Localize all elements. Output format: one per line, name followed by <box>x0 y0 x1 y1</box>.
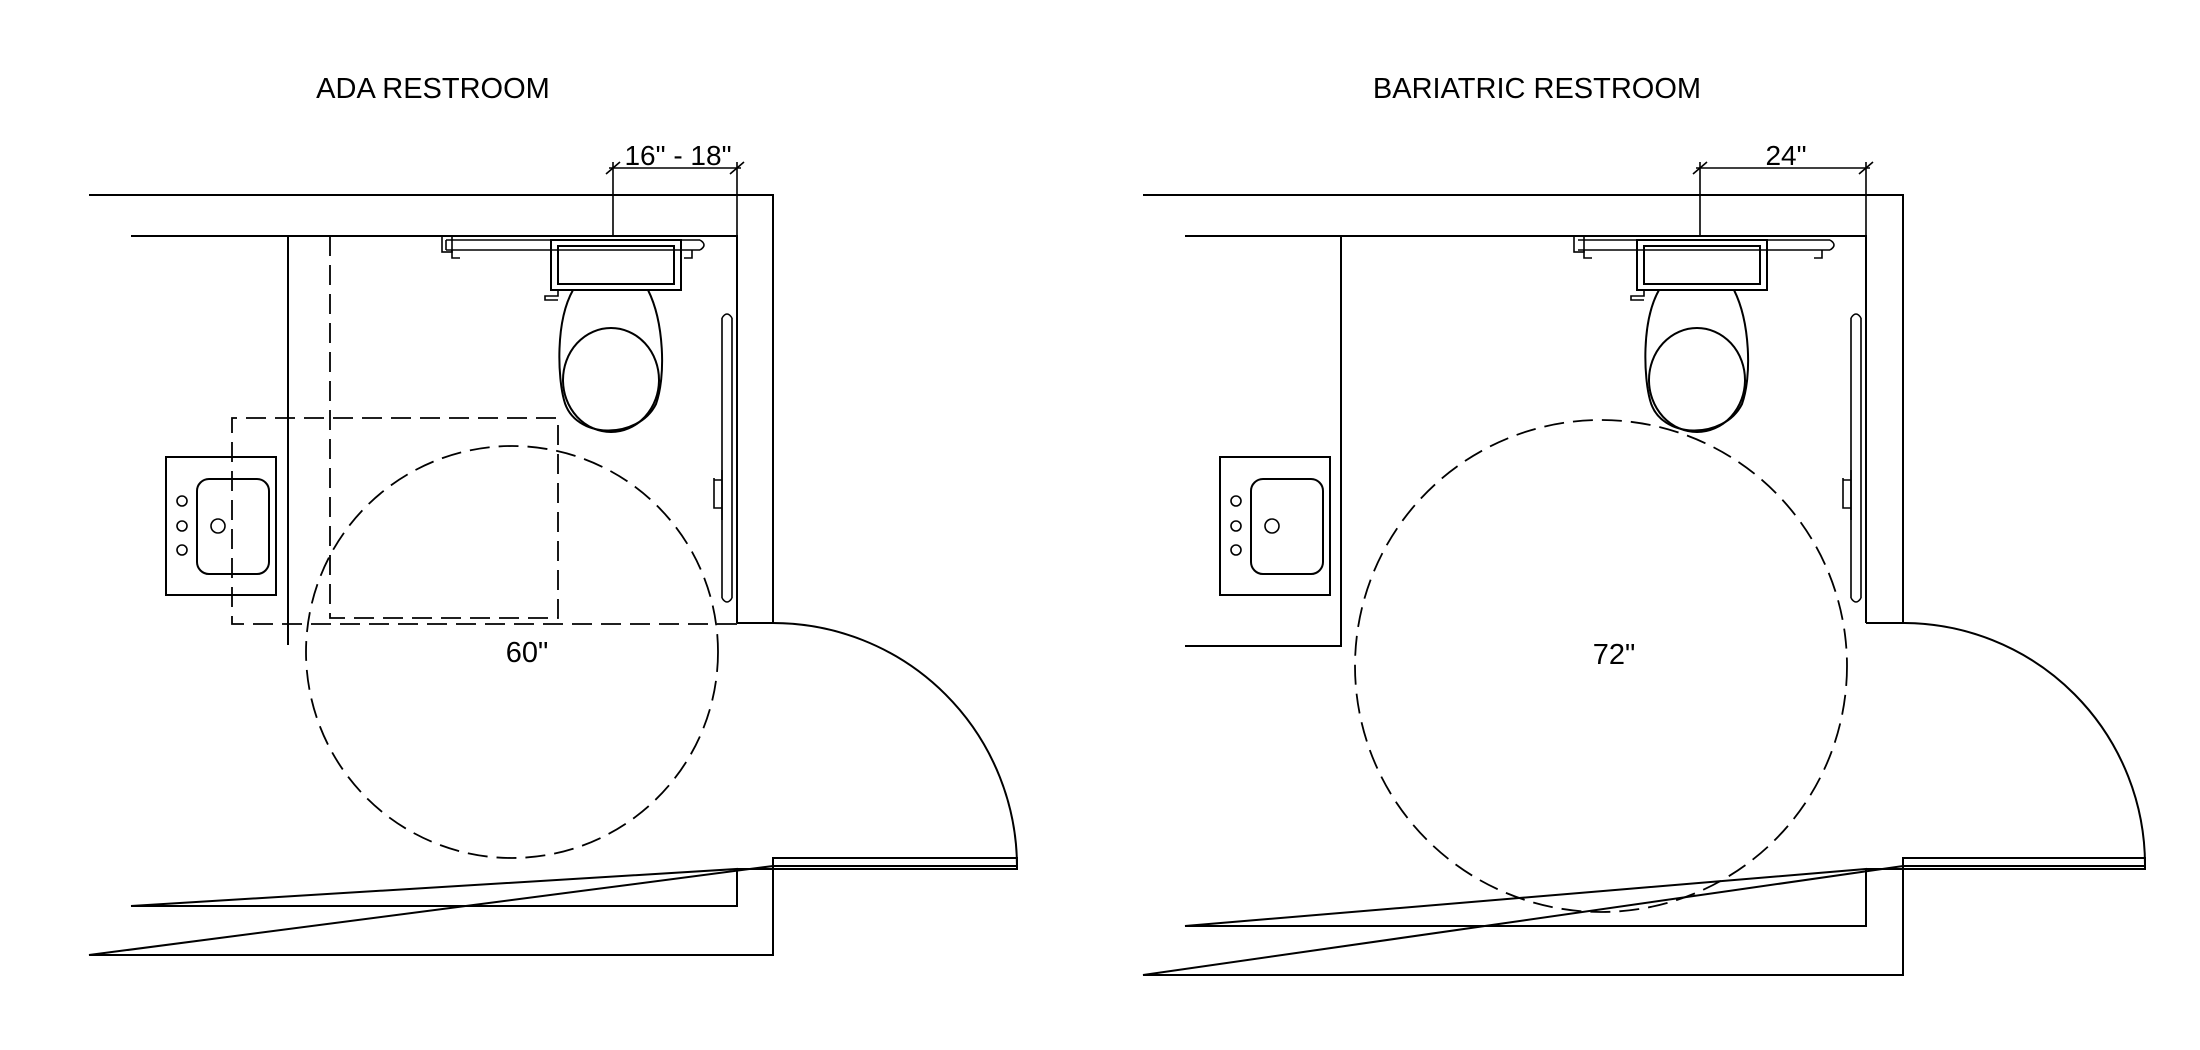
ada-sink-icon <box>165 456 277 596</box>
ada-toilet-icon <box>544 239 682 433</box>
bariatric-dimension-label: 24" <box>1765 140 1806 171</box>
ada-rear-grab-bar-icon <box>441 235 705 259</box>
bariatric-side-grab-bar-icon <box>1842 313 1862 603</box>
ada-turning-space-label: 60" <box>506 637 549 669</box>
bariatric-grab-bar-dimension: 24" <box>1692 140 1874 236</box>
ada-turning-circle <box>305 445 719 859</box>
ada-plan-title: ADA RESTROOM <box>316 73 550 105</box>
bariatric-sink-icon <box>1219 456 1331 596</box>
bariatric-vanity-counter <box>1185 236 1342 647</box>
bariatric-turning-circle <box>1354 419 1848 913</box>
ada-dimension-label: 16" - 18" <box>624 140 731 171</box>
bariatric-toilet-icon <box>1630 239 1768 433</box>
ada-grab-bar-dimension: 16" - 18" <box>605 140 745 236</box>
bariatric-door-swing <box>1902 622 2147 867</box>
ada-restroom-plan: ADA RESTROOM 60" <box>88 73 1018 956</box>
bariatric-plan-title: BARIATRIC RESTROOM <box>1373 73 1701 105</box>
ada-door-jamb <box>737 622 1017 870</box>
ada-inner-wall <box>130 235 738 907</box>
bariatric-turning-space-label: 72" <box>1593 639 1636 671</box>
ada-door-swing <box>772 622 1018 868</box>
bariatric-restroom-plan: BARIATRIC RESTROOM 72" <box>1142 73 2147 976</box>
bariatric-rear-grab-bar-icon <box>1573 235 1835 259</box>
bariatric-door-jamb <box>1866 622 2145 870</box>
bariatric-inner-wall <box>1184 235 1867 927</box>
bariatric-door-leaf <box>1902 857 2146 870</box>
ada-side-grab-bar-icon <box>713 313 733 603</box>
ada-door-leaf <box>772 857 1018 870</box>
ada-clear-floor-space <box>231 236 737 625</box>
